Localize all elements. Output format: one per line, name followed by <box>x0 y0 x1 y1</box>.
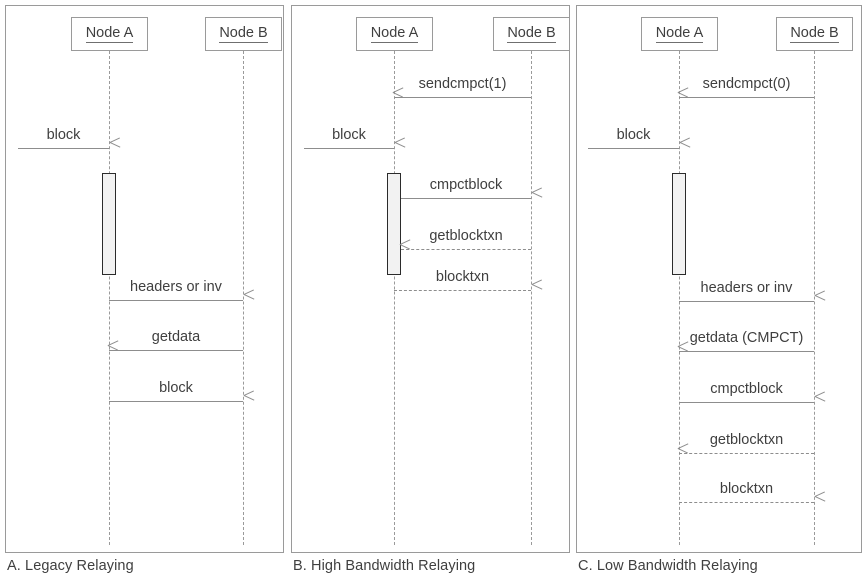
message-line <box>394 290 531 291</box>
message-line <box>679 301 814 302</box>
message-label: cmpctblock <box>429 176 503 193</box>
arrowhead-left-icon <box>678 346 688 356</box>
arrowhead-left-icon <box>678 92 688 102</box>
message-label: getblocktxn <box>709 431 784 448</box>
message-line <box>679 453 814 454</box>
message-label: blocktxn <box>719 480 774 497</box>
participant-box-node-a: Node A <box>71 17 148 51</box>
arrowhead-left-icon <box>108 345 118 355</box>
message-line <box>109 300 243 301</box>
message-label: getdata <box>151 328 201 345</box>
panel-caption-b: B. High Bandwidth Relaying <box>293 558 476 574</box>
message-label: getdata (CMPCT) <box>689 329 804 346</box>
participant-label-node-a: Node A <box>85 25 134 43</box>
participant-label-node-a: Node A <box>655 25 704 43</box>
participant-box-node-b: Node B <box>205 17 282 51</box>
lifeline-node-b <box>531 51 532 545</box>
message-label: block <box>159 379 193 396</box>
message-label: headers or inv <box>700 279 793 296</box>
arrowhead-left-icon <box>400 244 410 254</box>
participant-box-node-b: Node B <box>493 17 570 51</box>
participant-box-node-a: Node A <box>641 17 718 51</box>
message-label: blocktxn <box>435 268 490 285</box>
message-line <box>109 350 243 351</box>
arrowhead-right-icon <box>805 296 815 306</box>
participant-label-node-b: Node B <box>790 25 839 43</box>
panel-legacy-relaying: Node A Node B block headers or inv getda… <box>5 5 284 553</box>
lifeline-node-a <box>679 51 680 545</box>
panel-low-bandwidth-relaying: Node A Node B sendcmpct(0) block headers… <box>576 5 862 553</box>
message-line <box>588 148 679 149</box>
message-line <box>679 97 814 98</box>
participant-label-node-b: Node B <box>507 25 556 43</box>
arrowhead-right-icon <box>234 396 244 406</box>
message-label: block <box>332 126 366 143</box>
arrowhead-right-icon <box>522 285 532 295</box>
arrowhead-right-icon <box>234 295 244 305</box>
message-line <box>109 401 243 402</box>
message-label: cmpctblock <box>710 380 783 397</box>
message-line <box>401 249 531 250</box>
message-label: sendcmpct(1) <box>418 75 507 92</box>
message-label: sendcmpct(0) <box>702 75 791 92</box>
panel-caption-c: C. Low Bandwidth Relaying <box>578 558 758 574</box>
arrowhead-right-icon <box>100 143 110 153</box>
message-line <box>679 502 814 503</box>
message-line <box>394 97 531 98</box>
message-label: block <box>46 126 81 143</box>
arrowhead-right-icon <box>805 497 815 507</box>
participant-box-node-b: Node B <box>776 17 853 51</box>
message-line <box>679 351 814 352</box>
activation-bar-node-a <box>387 173 401 275</box>
arrowhead-left-icon <box>678 448 688 458</box>
panel-caption-a: A. Legacy Relaying <box>7 558 134 574</box>
message-line <box>401 198 531 199</box>
activation-bar-node-a <box>672 173 686 275</box>
participant-box-node-a: Node A <box>356 17 433 51</box>
arrowhead-left-icon <box>393 92 403 102</box>
arrowhead-right-icon <box>522 193 532 203</box>
message-label: getblocktxn <box>429 227 503 244</box>
participant-label-node-b: Node B <box>219 25 268 43</box>
participant-label-node-a: Node A <box>370 25 419 43</box>
message-line <box>304 148 394 149</box>
message-label: headers or inv <box>130 278 222 295</box>
arrowhead-right-icon <box>670 143 680 153</box>
arrowhead-right-icon <box>805 397 815 407</box>
activation-bar-node-a <box>102 173 116 275</box>
arrowhead-right-icon <box>385 143 395 153</box>
message-label: block <box>616 126 651 143</box>
message-line <box>679 402 814 403</box>
panel-high-bandwidth-relaying: Node A Node B sendcmpct(1) block cmpctbl… <box>291 5 570 553</box>
lifeline-node-a <box>394 51 395 545</box>
message-line <box>18 148 109 149</box>
lifeline-node-a <box>109 51 110 545</box>
